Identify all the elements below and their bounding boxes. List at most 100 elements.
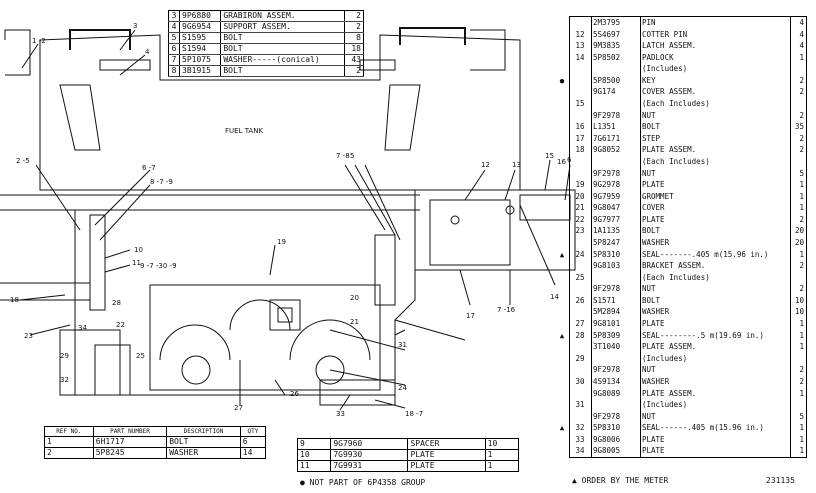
list-item: 13 9M3835 LATCH ASSEM. 4 — [570, 40, 806, 52]
callout: 9 -7 -30 -9 — [140, 262, 177, 270]
col-part: PART NUMBER — [92, 426, 168, 437]
description: PLATE — [642, 446, 665, 456]
quantity: 43 — [344, 54, 364, 66]
ref-number: 20 — [575, 191, 585, 201]
part-number: 9G8089 — [593, 388, 621, 398]
ref-number: 23 — [575, 226, 585, 236]
description: BOLT — [642, 226, 661, 236]
list-item: 16 L1351 BOLT 35 — [570, 121, 806, 133]
description: (Includes) — [642, 353, 688, 363]
description: WASHER-----(conical) — [220, 54, 345, 66]
description: BOLT — [220, 65, 345, 77]
callout: 24 — [398, 384, 407, 392]
document-number: 231135 — [766, 476, 795, 485]
quantity: 2 — [799, 365, 804, 375]
description: COVER — [642, 203, 665, 213]
callout: 2 -5 — [16, 157, 30, 165]
part-number: 5P8310 — [593, 249, 621, 259]
ref-number: 9 — [297, 438, 332, 450]
part-number: 5P8309 — [593, 330, 621, 340]
callout: 6 -7 — [142, 164, 156, 172]
ref-number: 32 — [575, 423, 585, 433]
description: PADLOCK — [642, 52, 674, 62]
callout: 20 — [350, 294, 359, 302]
part-number: 9G8052 — [593, 145, 621, 155]
callout: 13 — [512, 161, 521, 169]
quantity: 1 — [799, 434, 804, 444]
description: (Each Includes) — [642, 99, 710, 109]
description: LATCH ASSEM. — [642, 41, 697, 51]
part-number: S1594 — [179, 43, 222, 55]
list-item: 29 (Includes) — [570, 353, 806, 365]
quantity: 2 — [799, 145, 804, 155]
description: COTTER PIN — [642, 29, 688, 39]
quantity: 1 — [799, 342, 804, 352]
description: PLATE ASSEM. — [642, 145, 697, 155]
callout: 3 — [133, 22, 137, 30]
ref-number: 8 — [168, 65, 180, 77]
ref-number: 5 — [168, 32, 180, 44]
callout: 15 — [545, 152, 554, 160]
part-number: 5P8310 — [593, 423, 621, 433]
part-number: 7G9931 — [330, 460, 409, 472]
description: SUPPORT ASSEM. — [220, 21, 345, 33]
part-number: 9F2978 — [593, 411, 621, 421]
description: NUT — [642, 365, 656, 375]
ref-number: 13 — [575, 41, 585, 51]
description: BRACKET ASSEM. — [642, 261, 706, 271]
part-number: 5S4697 — [593, 29, 621, 39]
quantity: 1 — [799, 330, 804, 340]
description: NUT — [642, 168, 656, 178]
quantity: 10 — [794, 307, 804, 317]
description: PLATE — [642, 180, 665, 190]
list-item: 15 (Each Includes) — [570, 98, 806, 110]
part-number: 9M3835 — [593, 41, 621, 51]
quantity: 35 — [794, 122, 804, 132]
part-number: 9G7977 — [593, 214, 621, 224]
quantity: 2 — [799, 87, 804, 97]
part-number: L1351 — [593, 122, 616, 132]
description: PIN — [642, 18, 656, 27]
callout: 22 — [116, 321, 125, 329]
description: BOLT — [642, 295, 661, 305]
ref-number: 25 — [575, 272, 585, 282]
ref-number: 30 — [575, 376, 585, 386]
list-item: 25 (Each Includes) — [570, 272, 806, 284]
quantity: 5 — [799, 411, 804, 421]
quantity: 1 — [799, 191, 804, 201]
list-item: (Includes) — [570, 63, 806, 75]
quantity: 2 — [344, 10, 364, 22]
description: (Each Includes) — [642, 272, 710, 282]
part-number: 9G8101 — [593, 319, 621, 329]
ref-number: 15 — [575, 99, 585, 109]
description: KEY — [642, 75, 656, 85]
quantity: 4 — [799, 41, 804, 51]
quantity: 2 — [799, 214, 804, 224]
description: NUT — [642, 110, 656, 120]
quantity: 1 — [799, 180, 804, 190]
quantity: 2 — [799, 75, 804, 85]
description: (Includes) — [642, 64, 688, 74]
quantity: 10 — [794, 295, 804, 305]
description: SEAL--------.5 m(19.69 in.) — [642, 330, 764, 340]
part-number: 3B1915 — [179, 65, 222, 77]
callout: 23 — [24, 332, 33, 340]
ref-number: 29 — [575, 353, 585, 363]
quantity: 6 — [240, 436, 267, 448]
part-number: 6H1717 — [93, 436, 168, 448]
description: BOLT — [642, 122, 661, 132]
ref-number: 16 — [575, 122, 585, 132]
callout: 18 — [10, 296, 19, 304]
